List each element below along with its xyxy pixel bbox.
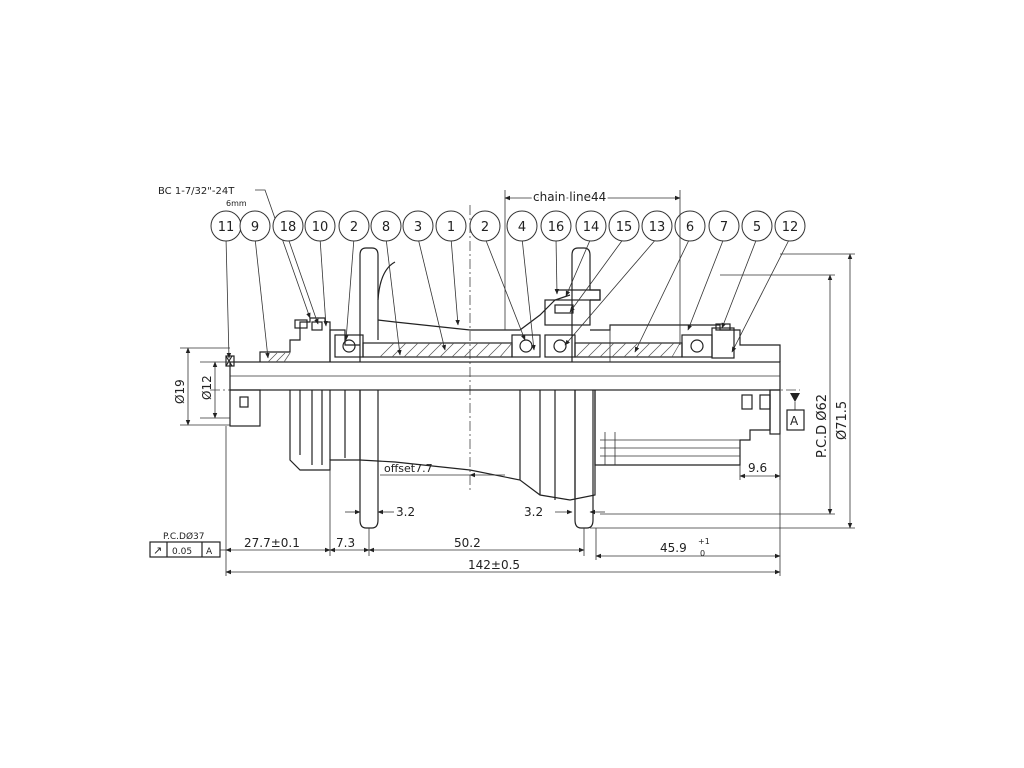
part-balloon-number: 1 — [447, 220, 455, 235]
part-balloon-number: 5 — [753, 220, 761, 235]
part-balloon — [608, 210, 640, 242]
part-balloon-number: 3 — [414, 220, 422, 235]
part-balloon — [708, 210, 740, 242]
part-balloon-number: 9 — [251, 220, 259, 235]
part-balloon-number: 15 — [616, 220, 633, 235]
part-balloon — [506, 210, 538, 242]
part-balloon-number: 12 — [782, 220, 799, 235]
thread-note-sub: 6mm — [226, 199, 247, 208]
fcf-tolerance: 0.05 — [172, 547, 192, 557]
dim-27-7: 27.7±0.1 — [244, 536, 300, 550]
part-balloon — [304, 210, 336, 242]
hatch-line — [611, 342, 627, 358]
dim-7-3: 7.3 — [336, 536, 355, 550]
dim-45-9-tol-up: +1 — [698, 537, 710, 546]
hatch-line — [587, 342, 603, 358]
dim-d71: Ø71.5 — [835, 401, 850, 440]
right-diameter-dims: Ø71.5 P.C.D Ø62 — [590, 253, 855, 529]
hatch-line — [403, 342, 419, 358]
hatch-line — [451, 342, 467, 358]
hatch-line — [671, 342, 681, 358]
hatch-line — [647, 342, 663, 358]
datum-a: A — [786, 393, 805, 431]
part-balloon-number: 13 — [649, 220, 666, 235]
part-balloon — [370, 210, 402, 242]
part-balloon-number: 2 — [481, 220, 489, 235]
hatch-line — [475, 342, 491, 358]
left-diameter-dims: Ø19 Ø12 — [173, 347, 230, 426]
hatch-line — [635, 342, 651, 358]
flange-width-dims: 3.2 3.2 — [345, 505, 605, 519]
dim-3-2-left: 3.2 — [396, 505, 415, 519]
section-hatching — [267, 342, 681, 363]
hatch-line — [415, 342, 431, 358]
hatch-line — [427, 342, 443, 358]
part-balloon — [741, 210, 773, 242]
dim-45-9: 45.9 — [660, 541, 687, 555]
hatch-line — [275, 352, 286, 363]
fcf-pcd37: P.C.DØ37 — [163, 531, 205, 542]
part-balloon-number: 16 — [548, 220, 565, 235]
dim-9-6-group: 9.6 — [739, 434, 781, 480]
part-balloon — [575, 210, 607, 242]
hatch-line — [267, 352, 278, 363]
fcf-symbol: ↗ — [153, 544, 162, 557]
hatch-line — [379, 342, 395, 358]
hatch-line — [659, 342, 675, 358]
hub-lower-body — [229, 389, 781, 529]
part-balloon — [239, 210, 271, 242]
thread-note: BC 1-7/32"-24T — [158, 186, 235, 197]
part-balloon — [469, 210, 501, 242]
dim-d19: Ø19 — [173, 379, 187, 404]
part-balloon-number: 8 — [382, 220, 390, 235]
part-balloon — [641, 210, 673, 242]
chain-line-dim: chain line44 — [504, 188, 681, 345]
part-balloon-number: 11 — [218, 220, 235, 235]
dim-d12: Ø12 — [200, 375, 214, 400]
chain-line-label: chain line44 — [533, 190, 606, 204]
hatch-line — [575, 342, 591, 358]
dim-9-6: 9.6 — [748, 461, 767, 475]
fcf-datum: A — [206, 547, 213, 557]
part-balloon — [338, 210, 370, 242]
hatch-line — [499, 342, 513, 358]
part-balloon-number: 14 — [583, 220, 600, 235]
offset-dim: offset7.7 — [380, 462, 505, 478]
part-balloon — [435, 210, 467, 242]
part-balloon-number: 6 — [686, 220, 694, 235]
hatch-line — [599, 342, 615, 358]
part-balloon — [540, 210, 572, 242]
hatch-line — [623, 342, 639, 358]
part-balloon — [272, 210, 304, 242]
offset-label: offset7.7 — [384, 462, 433, 475]
dim-45-9-tol-low: 0 — [700, 549, 705, 558]
feature-control-frame: P.C.DØ37 ↗ 0.05 A — [149, 531, 226, 558]
part-balloon — [774, 210, 806, 242]
hatch-line — [439, 342, 455, 358]
hatch-line — [463, 342, 479, 358]
part-balloon — [402, 210, 434, 242]
hatch-line — [487, 342, 503, 358]
bottom-dims: 27.7±0.1 7.3 50.2 45.9 +1 0 142±0.5 — [225, 426, 781, 576]
part-balloon-number: 7 — [720, 220, 728, 235]
dim-50-2: 50.2 — [454, 536, 481, 550]
dim-3-2-right: 3.2 — [524, 505, 543, 519]
part-balloon-number: 10 — [312, 220, 329, 235]
dim-pcd62: P.C.D Ø62 — [815, 394, 830, 458]
part-balloon-number: 2 — [350, 220, 358, 235]
leader-lines — [225, 189, 791, 359]
part-balloon — [674, 210, 706, 242]
part-balloon-number: 4 — [518, 220, 526, 235]
part-balloon-number: 18 — [280, 220, 297, 235]
hatch-line — [283, 352, 291, 363]
hub-section-view — [259, 247, 781, 362]
dim-142: 142±0.5 — [468, 558, 520, 572]
axle — [225, 355, 781, 391]
datum-a-label: A — [790, 414, 799, 428]
